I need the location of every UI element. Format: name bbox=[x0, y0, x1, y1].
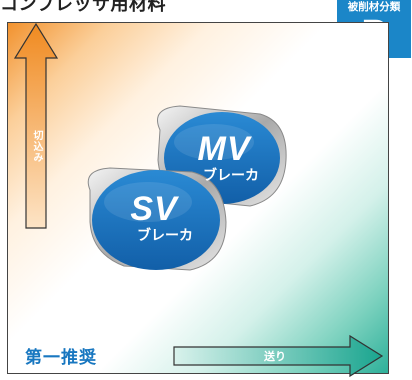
feed-label: 送り bbox=[264, 350, 286, 363]
sv-code: SV bbox=[130, 190, 178, 228]
mv-breaker-text: ブレーカ bbox=[203, 168, 259, 184]
first-recommendation-label: 第一推奨 bbox=[25, 348, 97, 368]
mv-code: MV bbox=[197, 130, 251, 168]
mv-chip-label: MV ブレーカ bbox=[180, 132, 268, 184]
page-title: コンプレッサ用材料 bbox=[0, 0, 166, 12]
badge-caption: 被削材分類 bbox=[347, 1, 401, 13]
sv-chip-label: SV ブレーカ bbox=[104, 192, 204, 244]
depth-of-cut-label: 切込み bbox=[31, 130, 42, 163]
sv-breaker-text: ブレーカ bbox=[137, 228, 193, 244]
